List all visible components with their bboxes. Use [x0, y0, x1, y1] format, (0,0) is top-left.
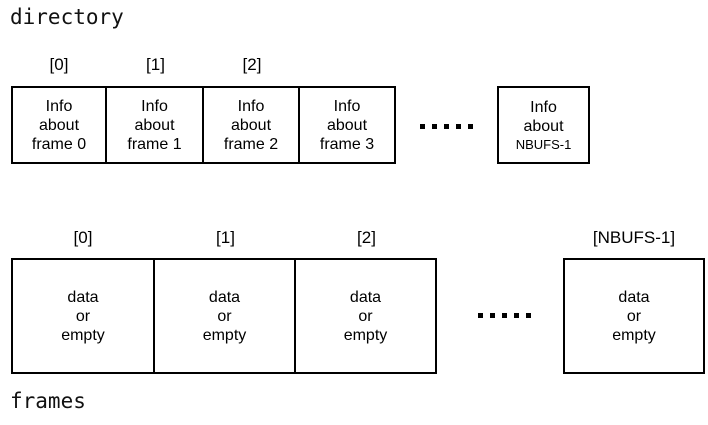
frames-section-caption: frames [10, 389, 86, 413]
frames-index-label-0: [0] [73, 228, 93, 247]
frames-cell-0: data or empty [11, 258, 155, 374]
frames-cell-1-line-1: data [208, 288, 241, 306]
directory-cell-1: Info about frame 1 [107, 86, 204, 164]
directory-cell-3-line-2: about [326, 116, 368, 134]
ellipsis-dot [456, 124, 461, 129]
directory-cell-last-line-3: NBUFS-1 [515, 136, 572, 152]
ellipsis-dot [444, 124, 449, 129]
directory-cell-0-line-2: about [38, 116, 80, 134]
frames-cell-0-line-3: empty [61, 326, 105, 344]
directory-cell-1-line-1: Info [141, 97, 168, 115]
frames-cell-last-line-2: or [626, 307, 642, 325]
frames-cell-2-line-3: empty [343, 326, 388, 344]
directory-cell-2-line-2: about [230, 116, 272, 134]
directory-cell-2-line-3: frame 2 [223, 135, 279, 153]
frames-index-label-2: [2] [357, 228, 376, 247]
directory-cell-last-line-2: about [523, 117, 564, 135]
frames-ellipsis [478, 313, 531, 318]
frames-cell-1-line-2: or [217, 307, 232, 325]
directory-section-caption: directory [10, 5, 124, 29]
frames-cell-last: data or empty [563, 258, 705, 374]
ellipsis-dot [468, 124, 473, 129]
directory-cell-2: Info about frame 2 [204, 86, 300, 164]
frames-index-label-last: [NBUFS-1] [592, 228, 676, 247]
directory-cell-last: Info about NBUFS-1 [497, 86, 590, 164]
directory-cell-1-line-3: frame 1 [127, 135, 182, 153]
frames-cell-last-line-1: data [618, 288, 650, 306]
directory-cell-3-line-3: frame 3 [319, 135, 375, 153]
ellipsis-dot [420, 124, 425, 129]
directory-index-label-0: [0] [49, 55, 69, 74]
directory-cell-0: Info about frame 0 [11, 86, 107, 164]
directory-cell-3: Info about frame 3 [300, 86, 396, 164]
frames-cell-1-line-3: empty [202, 326, 247, 344]
directory-cell-3-line-1: Info [333, 97, 361, 115]
frames-cell-2-line-2: or [358, 307, 373, 325]
directory-cell-last-line-1: Info [530, 98, 557, 116]
ellipsis-dot [432, 124, 437, 129]
directory-index-label-1: [1] [146, 55, 165, 74]
ellipsis-dot [502, 313, 507, 318]
frames-cell-0-line-2: or [75, 307, 91, 325]
frames-cell-last-line-3: empty [612, 326, 656, 344]
frames-cell-2: data or empty [296, 258, 437, 374]
directory-cell-0-line-1: Info [45, 97, 73, 115]
frames-cell-0-line-1: data [67, 288, 99, 306]
ellipsis-dot [514, 313, 519, 318]
frames-cell-1: data or empty [155, 258, 296, 374]
frames-index-label-1: [1] [216, 228, 235, 247]
directory-cell-0-line-3: frame 0 [31, 135, 87, 153]
frames-cell-2-line-1: data [349, 288, 382, 306]
directory-ellipsis [420, 124, 473, 129]
ellipsis-dot [490, 313, 495, 318]
directory-cell-2-line-1: Info [237, 97, 265, 115]
ellipsis-dot [526, 313, 531, 318]
directory-cell-1-line-2: about [134, 116, 175, 134]
ellipsis-dot [478, 313, 483, 318]
directory-index-label-2: [2] [242, 55, 262, 74]
